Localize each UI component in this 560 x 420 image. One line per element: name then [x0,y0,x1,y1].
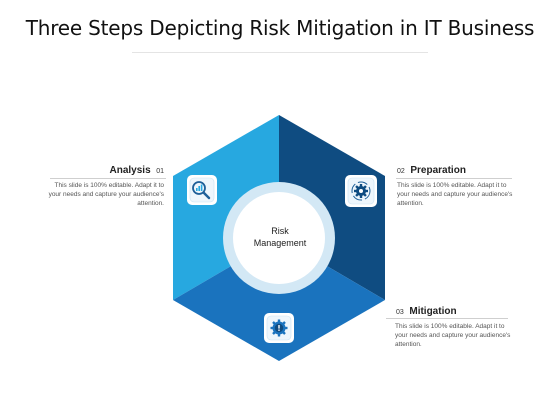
step-analysis-number: 01 [156,168,164,175]
segment-analysis [173,115,279,300]
step-mitigation-divider [386,318,508,319]
step-preparation-label: Preparation [410,165,466,176]
center-label: Risk Management [233,225,327,249]
segment-preparation [279,115,385,300]
step-preparation-number: 02 [397,168,405,175]
page-title: Three Steps Depicting Risk Mitigation in… [25,16,535,40]
step-preparation-divider [396,178,512,179]
title-divider [132,52,428,53]
step-mitigation-label: Mitigation [409,306,457,317]
step-analysis-divider [50,178,166,179]
center-hub [233,192,325,284]
step-analysis-heading: Analysis 01 [60,165,165,176]
step-analysis-label: Analysis [109,165,151,176]
segment-mitigation [173,238,385,361]
gear-cycle-icon [345,175,377,207]
step-mitigation-description: This slide is 100% editable. Adapt it to… [395,323,511,348]
step-analysis-description: This slide is 100% editable. Adapt it to… [48,182,164,207]
step-preparation-heading: 02 Preparation [397,165,466,176]
step-mitigation-number: 03 [396,309,404,316]
center-label-line1: Risk [271,226,289,236]
step-preparation-description: This slide is 100% editable. Adapt it to… [397,182,513,207]
magnifier-chart-icon [187,175,217,205]
gear-alert-icon [264,313,294,343]
step-mitigation-heading: 03 Mitigation [396,306,457,317]
center-label-line2: Management [253,238,307,248]
